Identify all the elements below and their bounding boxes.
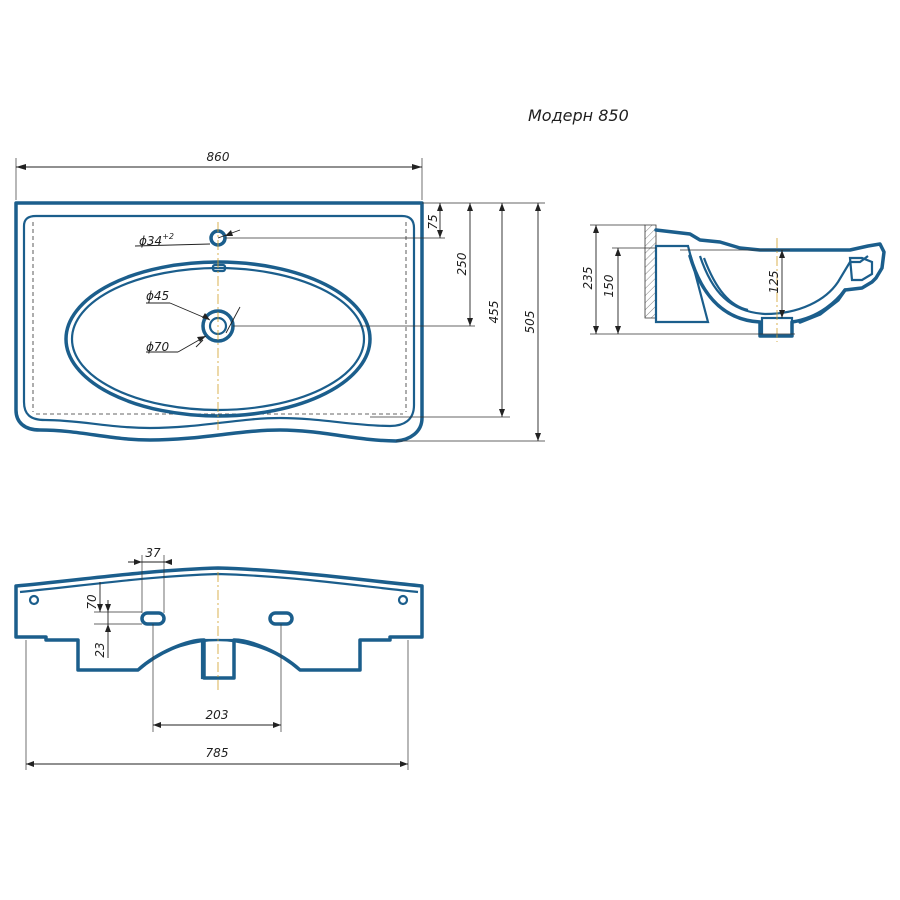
top-view: 860 75 250 455 505 ϕ34+2 — [14, 150, 545, 443]
dim-23-label: 23 — [93, 642, 107, 657]
tap-hole-label: ϕ34+2 — [139, 232, 174, 248]
top-view-inner-rim — [22, 214, 416, 430]
dim-70-label: 70 — [85, 594, 99, 610]
dim-203-label: 203 — [206, 708, 229, 722]
dim-125-label: 125 — [767, 271, 781, 294]
side-bowl-line — [702, 257, 749, 312]
dim-37-label: 37 — [145, 546, 161, 560]
dim-250-label: 250 — [455, 252, 469, 275]
slot-left — [140, 611, 166, 626]
mount-hole-left — [28, 594, 40, 606]
overflow-slot — [211, 263, 227, 273]
drawing-title: Модерн 850 — [528, 106, 629, 125]
drain-outer-label: ϕ70 — [146, 340, 170, 354]
slot-right — [268, 611, 294, 626]
dim-455-label: 455 — [487, 301, 501, 324]
side-overflow — [848, 256, 874, 282]
rear-view-outline — [14, 566, 424, 680]
dim-235-label: 235 — [581, 267, 595, 290]
dim-505-label: 505 — [523, 311, 537, 334]
rear-view: 37 70 23 203 785 — [14, 546, 424, 770]
rear-top-edge — [19, 572, 419, 594]
top-view-outline — [14, 201, 424, 443]
mount-hole-right — [397, 594, 409, 606]
dim-785-label: 785 — [206, 746, 229, 760]
side-section: 235 150 125 — [581, 224, 886, 342]
dim-860-label: 860 — [207, 150, 230, 164]
dim-75-label: 75 — [426, 214, 440, 229]
dim-150-label: 150 — [602, 274, 616, 297]
rear-support — [654, 244, 710, 324]
wall-plate-hatch — [644, 224, 657, 319]
drain-inner-label: ϕ45 — [146, 289, 169, 303]
side-bowl-outer — [688, 254, 847, 338]
rear-bowl-arc — [141, 638, 297, 667]
side-bowl-inner — [698, 255, 869, 316]
